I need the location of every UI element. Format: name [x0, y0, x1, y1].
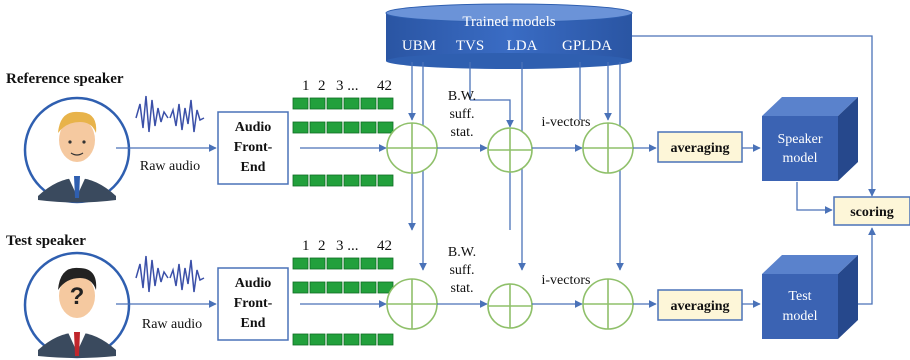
test-model-line-2: model [783, 309, 818, 324]
reference-feature-rows [292, 97, 394, 187]
test-averaging-label: averaging [670, 299, 729, 314]
test-frame-2: 2 [318, 238, 326, 254]
test-waveform [135, 255, 205, 293]
test-frontend-line-3: End [241, 316, 266, 331]
test-speaker-avatar: ? [23, 251, 131, 359]
reference-operators [386, 122, 634, 174]
test-audio-frontend: Audio Front- End [217, 267, 289, 341]
reference-speaker-avatar [23, 96, 131, 204]
feature-cell [377, 333, 394, 346]
feature-cell [343, 257, 360, 270]
reference-bw-line-3: stat. [451, 125, 474, 140]
feature-cell [360, 281, 377, 294]
scoring-label: scoring [850, 205, 894, 220]
test-averaging-box: averaging [657, 289, 743, 321]
feature-cell [326, 174, 343, 187]
feature-cell [292, 333, 309, 346]
feature-cell [360, 333, 377, 346]
reference-frame-2: 2 [318, 78, 326, 94]
model-lda: LDA [507, 38, 538, 54]
reference-frame-3: 3 ... [336, 78, 359, 94]
test-feature-rows [292, 257, 394, 346]
feature-cell [360, 174, 377, 187]
test-frame-3: 3 ... [336, 238, 359, 254]
feature-cell [309, 281, 326, 294]
reference-averaging-box: averaging [657, 131, 743, 163]
reference-frontend-line-1: Audio [235, 120, 272, 135]
reference-frame-42: 42 [377, 78, 392, 94]
test-frontend-line-1: Audio [235, 276, 272, 291]
feature-cell [292, 97, 309, 110]
feature-cell [292, 281, 309, 294]
test-ivectors-label: i-vectors [542, 273, 591, 288]
model-ubm: UBM [402, 38, 436, 54]
reference-averaging-label: averaging [670, 141, 729, 156]
test-model-line-1: Test [788, 289, 811, 304]
feature-cell [377, 257, 394, 270]
model-gplda: GPLDA [562, 38, 612, 54]
feature-cell [360, 257, 377, 270]
test-frontend-line-2: Front- [234, 296, 273, 311]
feature-cell [377, 97, 394, 110]
test-bw-line-2: suff. [449, 263, 474, 278]
test-frame-42: 42 [377, 238, 392, 254]
feature-cell [343, 174, 360, 187]
feature-cell [309, 257, 326, 270]
unknown-speaker-question-icon: ? [70, 283, 85, 310]
reference-frontend-line-3: End [241, 160, 266, 175]
feature-cell [377, 121, 394, 134]
feature-cell [343, 97, 360, 110]
reference-frame-1: 1 [302, 78, 310, 94]
model-tvs: TVS [456, 38, 484, 54]
feature-cell [343, 333, 360, 346]
test-model-cube: Test model [762, 255, 858, 339]
scoring-box: scoring [833, 196, 910, 226]
feature-cell [326, 97, 343, 110]
model-feed-lines [408, 35, 876, 271]
test-speaker-label: Test speaker [6, 233, 86, 249]
feature-cell [326, 121, 343, 134]
feature-cell [292, 121, 309, 134]
feature-cell [309, 333, 326, 346]
feature-cell [309, 121, 326, 134]
reference-flow-lines [300, 144, 833, 214]
speaker-model-line-1: Speaker [777, 132, 822, 147]
feature-cell [360, 121, 377, 134]
feature-cell [292, 257, 309, 270]
reference-bw-line-1: B.W. [448, 89, 476, 104]
feature-cell [343, 121, 360, 134]
reference-raw-audio-label: Raw audio [140, 159, 200, 174]
test-operators [386, 278, 634, 330]
test-bw-line-3: stat. [451, 281, 474, 296]
reference-speaker-label: Reference speaker [6, 71, 124, 87]
feature-cell [343, 281, 360, 294]
trained-models-title: Trained models [462, 14, 555, 30]
reference-ivectors-label: i-vectors [542, 115, 591, 130]
feature-cell [309, 174, 326, 187]
test-flow-lines [300, 227, 876, 308]
reference-audio-frontend: Audio Front- End [217, 111, 289, 185]
test-raw-audio-label: Raw audio [142, 317, 202, 332]
test-frame-1: 1 [302, 238, 310, 254]
test-bw-line-1: B.W. [448, 245, 476, 260]
reference-waveform [135, 95, 205, 133]
feature-cell [326, 333, 343, 346]
reference-bw-line-2: suff. [449, 107, 474, 122]
speaker-model-line-2: model [783, 151, 818, 166]
feature-cell [326, 281, 343, 294]
feature-cell [360, 97, 377, 110]
feature-cell [309, 97, 326, 110]
speaker-model-cube: Speaker model [762, 97, 858, 181]
feature-cell [292, 174, 309, 187]
reference-frontend-line-2: Front- [234, 140, 273, 155]
feature-cell [377, 174, 394, 187]
trained-models-database: Trained models UBM TVS LDA GPLDA [385, 3, 633, 69]
feature-cell [326, 257, 343, 270]
